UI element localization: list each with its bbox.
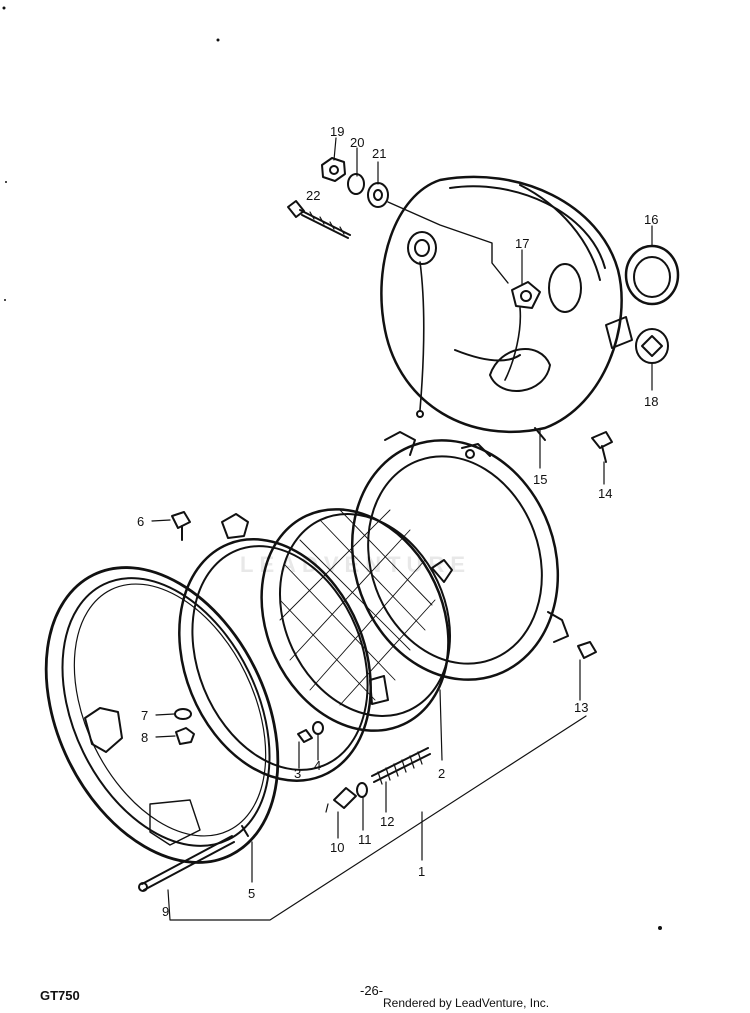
callout-2: 2 [438, 766, 445, 781]
socket-part [504, 281, 541, 381]
render-credit: Rendered by LeadVenture, Inc. [383, 996, 550, 1010]
headlight-housing [380, 175, 633, 441]
adjusting-screw-9 [138, 835, 235, 892]
rubber-ring-part [624, 244, 680, 306]
sealed-beam-unit [260, 508, 453, 732]
model-label: GT750 [40, 988, 80, 1003]
callout-21: 21 [372, 146, 386, 161]
callout-13: 13 [574, 700, 588, 715]
headlight-case-ring [350, 431, 569, 681]
callout-9: 9 [162, 904, 169, 919]
spring-set-10-12 [333, 747, 431, 809]
callout-8: 8 [141, 730, 148, 745]
callout-17: 17 [515, 236, 529, 251]
mounting-hardware [287, 157, 509, 284]
nut-13 [577, 641, 597, 659]
callout-18: 18 [644, 394, 658, 409]
callout-5: 5 [248, 886, 255, 901]
callout-10: 10 [330, 840, 344, 855]
rim-clamp-ring [178, 513, 372, 782]
nut-washer-7-8 [174, 708, 195, 745]
callout-20: 20 [350, 135, 364, 150]
screw-3-4 [297, 721, 324, 743]
page-number: -26- [360, 983, 384, 998]
callout-6: 6 [137, 514, 144, 529]
callout-3: 3 [294, 766, 301, 781]
callout-4: 4 [314, 758, 321, 773]
leader-lines [151, 137, 653, 921]
headlight-outer-rim [44, 566, 280, 864]
callout-14: 14 [598, 486, 612, 501]
callout-12: 12 [380, 814, 394, 829]
callout-15: 15 [533, 472, 547, 487]
callout-7: 7 [141, 708, 148, 723]
callout-1: 1 [418, 864, 425, 879]
screw-14 [591, 431, 613, 463]
grommet-part [635, 328, 669, 364]
callout-22: 22 [306, 188, 320, 203]
callout-16: 16 [644, 212, 658, 227]
callout-11: 11 [358, 832, 372, 847]
screw-6 [171, 511, 191, 541]
callout-19: 19 [330, 124, 344, 139]
scan-specks [2, 6, 662, 930]
